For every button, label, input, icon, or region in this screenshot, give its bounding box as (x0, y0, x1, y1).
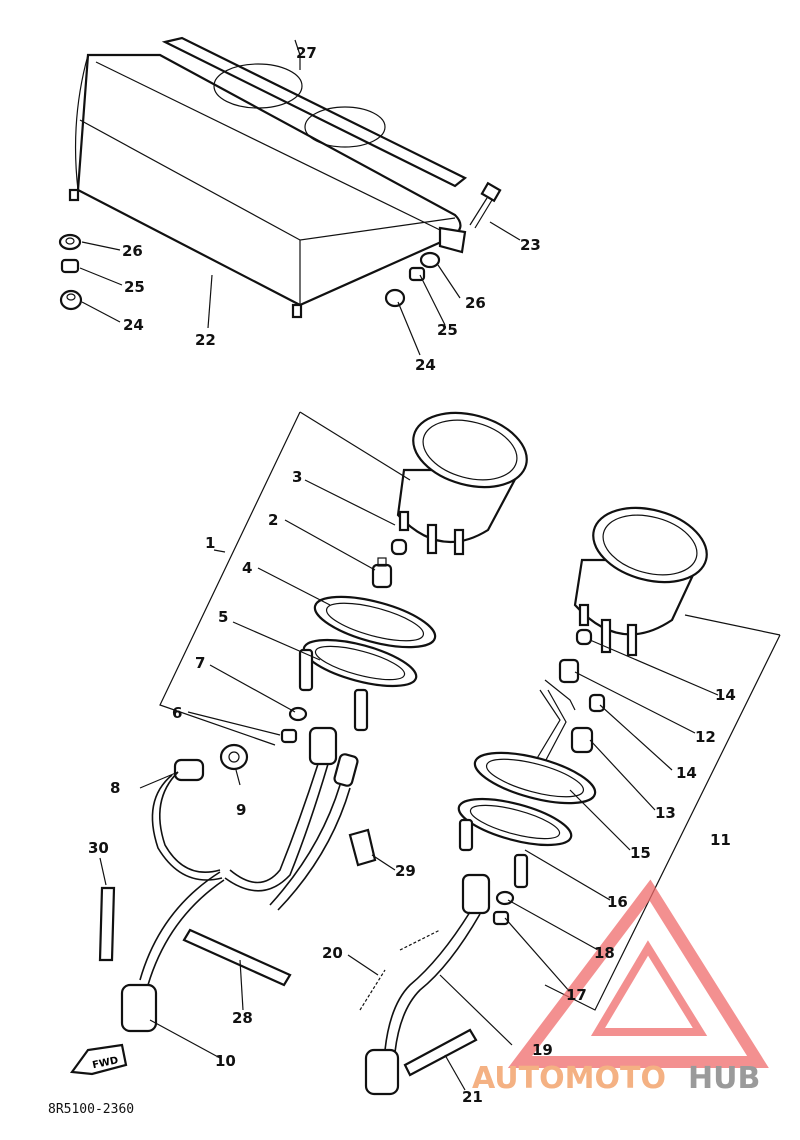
part-label: 10 (215, 1052, 236, 1070)
watermark-logo (507, 879, 769, 1068)
screw (469, 181, 502, 229)
part-label: 25 (124, 278, 145, 296)
meter-lead-wire (120, 758, 225, 1033)
part-label: 24 (123, 316, 144, 334)
tachometer-cable (359, 873, 491, 1096)
part-label: 14 (676, 764, 697, 782)
part-label: 22 (195, 331, 216, 349)
part-label: 6 (172, 704, 182, 722)
part-label: 7 (195, 654, 205, 672)
cable-bands (98, 886, 478, 1077)
part-label: 30 (88, 839, 109, 857)
part-label: 25 (437, 321, 458, 339)
part-label: 9 (236, 801, 246, 819)
part-label: 12 (695, 728, 716, 746)
forward-arrow-label: FWD (91, 1055, 119, 1071)
part-label: 15 (630, 844, 651, 862)
watermark-text-prefix: AUTOMOTO (472, 1061, 666, 1096)
part-label: 26 (122, 242, 143, 260)
part-label: 24 (415, 356, 436, 374)
part-label: 11 (710, 831, 731, 849)
part-label: 5 (218, 608, 228, 626)
forward-arrow-icon (69, 1043, 128, 1076)
part-label: 16 (607, 893, 628, 911)
cable-clamp (348, 828, 377, 867)
part-label: 20 (322, 944, 343, 962)
part-label: 29 (395, 862, 416, 880)
diagram-code: 8R5100-2360 (48, 1102, 134, 1117)
meter-cover (68, 53, 467, 319)
speedo-nuts (280, 706, 308, 744)
tacho-damper-rings (457, 751, 597, 889)
grommet (219, 743, 249, 771)
part-label: 23 (520, 236, 541, 254)
tachometer-gauge (573, 506, 708, 657)
part-label: 19 (532, 1041, 553, 1059)
part-label: 17 (566, 986, 587, 1004)
part-label: 13 (655, 804, 676, 822)
speedo-damper-rings (298, 595, 437, 732)
part-label: 1 (205, 534, 215, 552)
tacho-bulbs (529, 658, 606, 776)
part-label: 18 (594, 944, 615, 962)
bulb-socket (371, 557, 393, 589)
part-label: 27 (296, 44, 317, 62)
part-label: 28 (232, 1009, 253, 1027)
left-fasteners (58, 233, 83, 311)
speedometer-cable (224, 726, 359, 911)
part-label: 8 (110, 779, 120, 797)
right-fasteners (384, 251, 441, 308)
watermark-text-suffix: HUB (688, 1061, 760, 1096)
leader-lines (79, 39, 781, 1091)
part-label: 4 (242, 559, 252, 577)
meter-gasket (161, 36, 468, 188)
part-label: 26 (465, 294, 486, 312)
part-label: 2 (268, 511, 278, 529)
part-label: 14 (715, 686, 736, 704)
speedometer-gauge (390, 411, 528, 556)
part-label: 21 (462, 1088, 483, 1106)
tacho-nuts (492, 890, 515, 926)
part-label: 3 (292, 468, 302, 486)
